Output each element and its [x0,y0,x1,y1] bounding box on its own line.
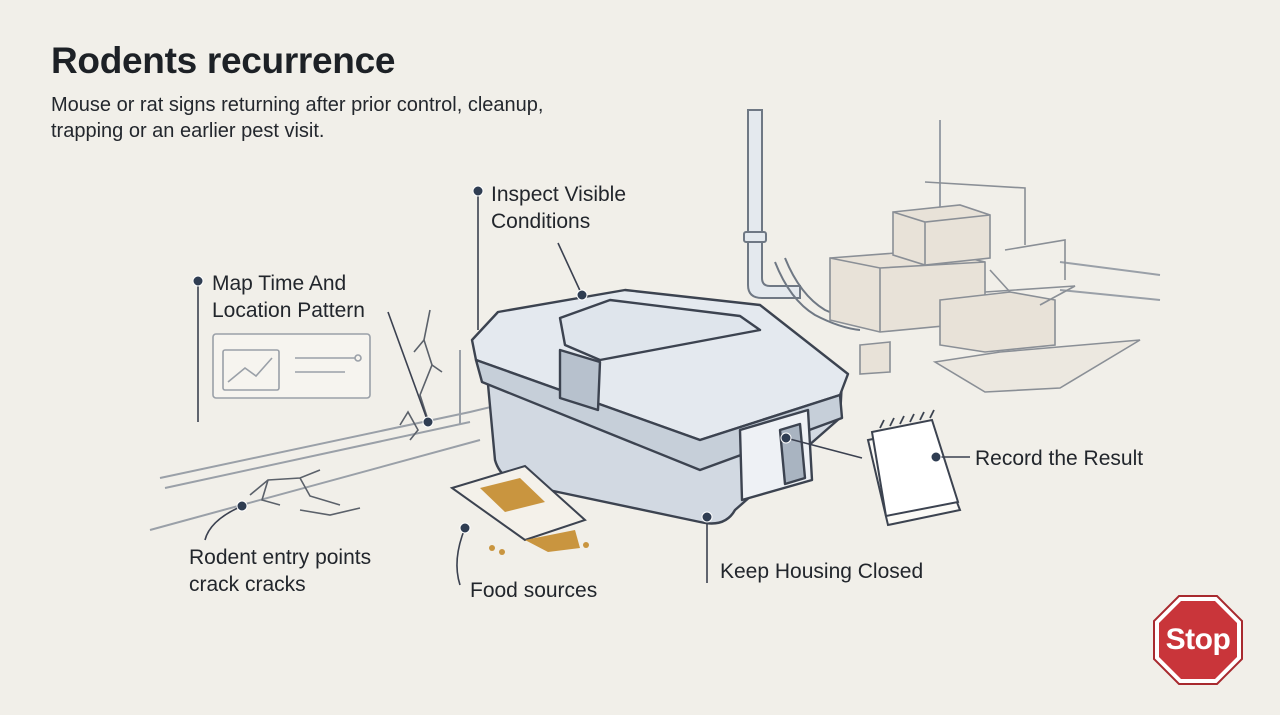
bait-station-icon [470,288,850,525]
callout-leaders [197,191,970,586]
food-packet-icon [449,464,589,555]
callout-dots [192,185,942,534]
stop-sign-icon [1153,595,1243,685]
callout-rodent-entry-points: Rodent entry points crack cracks [189,546,372,596]
chart-card-icon [212,333,371,399]
stop-button[interactable]: Stop [1152,594,1244,686]
stop-button-label: Stop [1165,623,1231,656]
callout-keep-housing-closed: Keep Housing Closed [720,560,924,583]
callout-food-sources: Food sources [470,579,598,602]
page-title: Rodents recurrence [51,40,396,81]
callout-record-result: Record the Result [975,447,1144,470]
callout-inspect-visible-conditions: Inspect Visible Conditions [491,183,627,233]
cardboard-boxes-icon [829,181,1141,393]
wall-crack-icon [249,309,443,516]
page-subtitle: Mouse or rat signs returning after prior… [51,94,544,142]
notepad-icon [866,409,962,527]
callout-map-time-location-pattern: Map Time And Location Pattern [212,272,365,322]
